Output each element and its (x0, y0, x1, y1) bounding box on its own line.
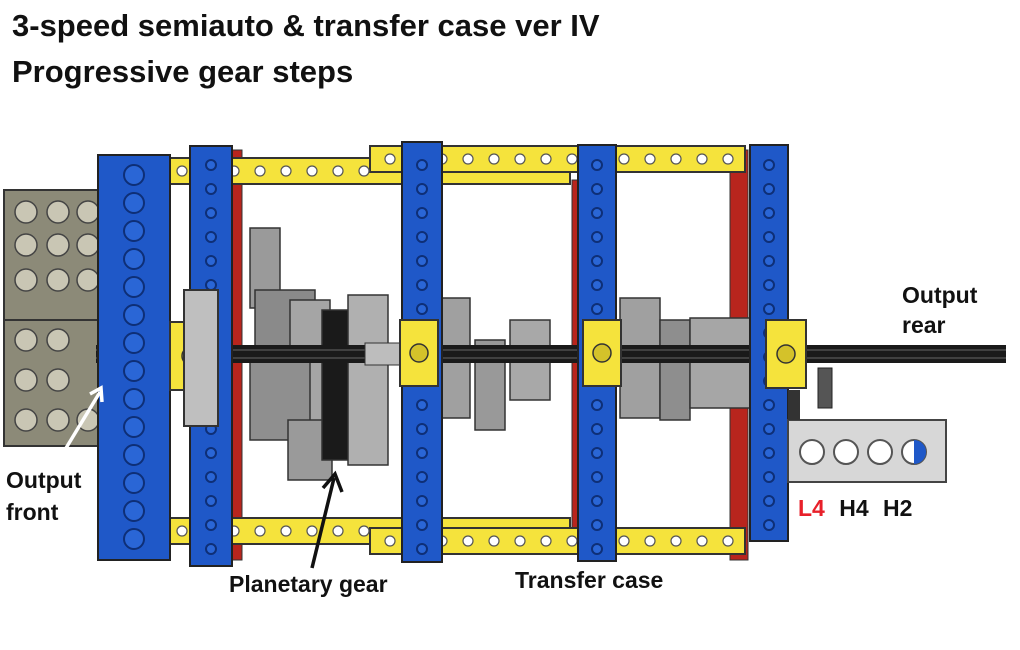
label-transfer-case: Transfer case (515, 567, 664, 593)
title-line-1: 3-speed semiauto & transfer case ver IV (12, 8, 600, 43)
label-output-rear-line-1: Output (902, 282, 978, 308)
yellow-bottom-beams (169, 517, 746, 555)
mode-h2: H2 (883, 495, 913, 521)
label-planetary-gear: Planetary gear (229, 571, 388, 597)
label-output-front-line-2: front (6, 499, 59, 525)
label-output-rear-line-2: rear (902, 312, 946, 338)
yellow-top-beams (169, 145, 746, 185)
shift-lever-plate (787, 367, 947, 483)
mode-labels: L4 H4 H2 (798, 494, 920, 523)
label-output-front-line-1: Output (6, 467, 82, 493)
front-housing-block (3, 189, 107, 447)
title-line-2: Progressive gear steps (12, 54, 354, 89)
arrow-output-front (58, 385, 104, 459)
mode-l4: L4 (798, 495, 825, 521)
left-support-plate (183, 289, 219, 427)
mode-h4: H4 (839, 495, 869, 521)
arrow-planetary (310, 470, 344, 569)
